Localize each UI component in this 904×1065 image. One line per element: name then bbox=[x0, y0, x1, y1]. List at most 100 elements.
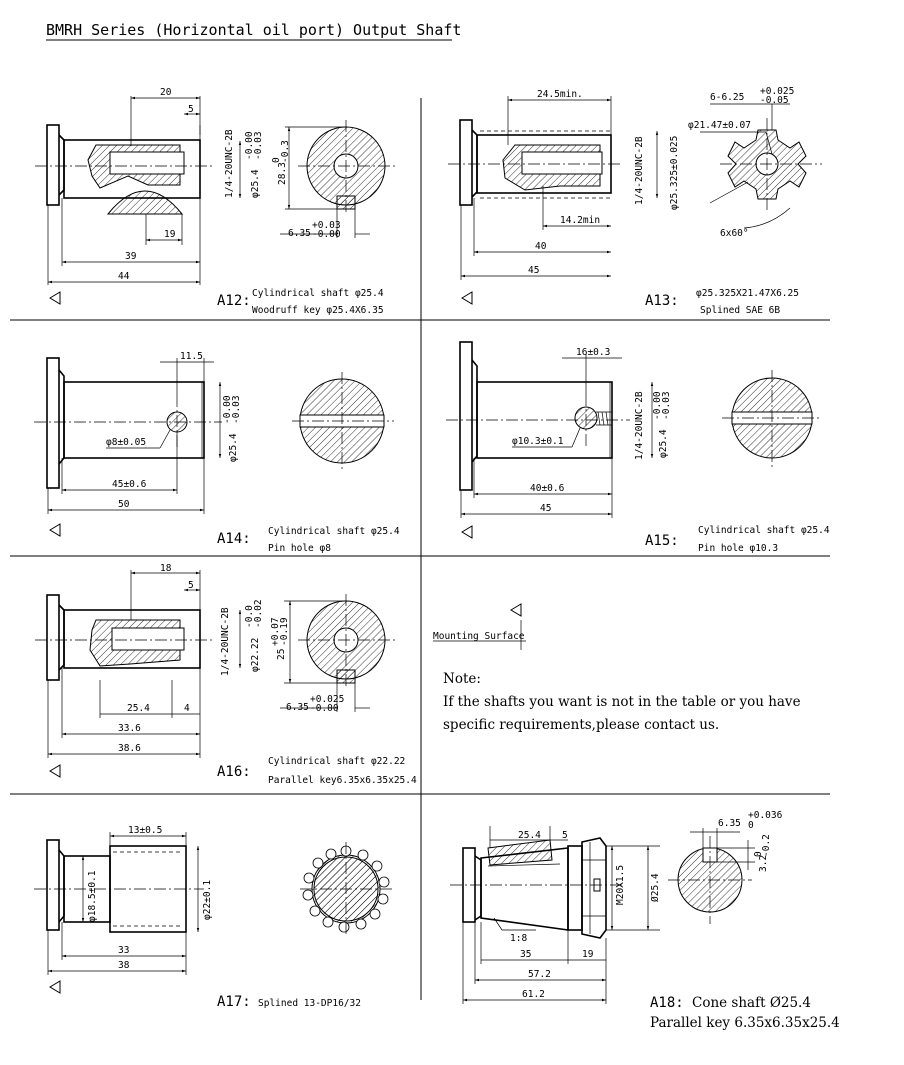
svg-text:50: 50 bbox=[118, 499, 130, 510]
svg-text:-0.05: -0.05 bbox=[760, 95, 789, 106]
panel-a18: 25.4 5 M20X1.5 Ø25.4 1:8 35 19 57.2 61.2 bbox=[450, 810, 840, 1031]
svg-text:Parallel key 6.35x6.35x25.4: Parallel key 6.35x6.35x25.4 bbox=[650, 1015, 840, 1031]
svg-text:-0.19: -0.19 bbox=[279, 617, 290, 646]
panel-a12: 20 5 1/4-20UNC-2B φ25.4 -0.00 -0.03 19 3… bbox=[35, 87, 396, 316]
caption-a12-line2: Woodruff key φ25.4X6.35 bbox=[252, 305, 384, 316]
svg-text:6.35: 6.35 bbox=[288, 228, 311, 239]
code-a18: A18: bbox=[650, 995, 684, 1011]
svg-text:0: 0 bbox=[753, 851, 764, 857]
svg-text:φ22.22: φ22.22 bbox=[250, 638, 261, 672]
shaft-section-view: 6.35 +0.036 0 3.2 0 -0.2 bbox=[668, 810, 783, 924]
svg-text:φ22±0.1: φ22±0.1 bbox=[202, 880, 213, 920]
svg-text:0: 0 bbox=[271, 157, 282, 163]
svg-text:6x60°: 6x60° bbox=[720, 228, 749, 239]
shaft-side-view bbox=[35, 124, 215, 215]
dim-39: 39 bbox=[125, 251, 137, 262]
svg-text:11.5: 11.5 bbox=[180, 351, 203, 362]
svg-text:Cylindrical shaft φ25.4: Cylindrical shaft φ25.4 bbox=[698, 525, 830, 536]
svg-text:24.5min.: 24.5min. bbox=[537, 89, 583, 100]
svg-text:+0.025: +0.025 bbox=[310, 694, 344, 705]
svg-text:-0.0: -0.0 bbox=[244, 605, 255, 628]
panel-a13: 24.5min. 1/4-20UNC-2B φ25.325±0.025 14.2… bbox=[448, 86, 822, 316]
caption-a12-line1: Cylindrical shaft φ25.4 bbox=[252, 288, 384, 299]
svg-text:+0.07: +0.07 bbox=[270, 617, 281, 646]
svg-text:+0.036: +0.036 bbox=[748, 810, 783, 821]
svg-text:φ25.4: φ25.4 bbox=[250, 169, 261, 198]
dim-20: 20 bbox=[160, 87, 172, 98]
dimensions: 13±0.5 φ18.5±0.1 φ22±0.1 33 38 bbox=[47, 825, 213, 994]
svg-text:φ25.4: φ25.4 bbox=[658, 429, 669, 458]
svg-text:28.3: 28.3 bbox=[277, 162, 288, 185]
svg-text:45: 45 bbox=[528, 265, 539, 276]
svg-text:M20X1.5: M20X1.5 bbox=[615, 865, 626, 905]
svg-text:Pin hole φ8: Pin hole φ8 bbox=[268, 543, 331, 554]
panel-grid bbox=[10, 98, 830, 1000]
svg-text:φ25.4: φ25.4 bbox=[228, 433, 239, 462]
svg-text:25.4: 25.4 bbox=[127, 703, 150, 714]
svg-text:13±0.5: 13±0.5 bbox=[128, 825, 162, 836]
svg-text:45±0.6: 45±0.6 bbox=[112, 479, 147, 490]
svg-text:Ø25.4: Ø25.4 bbox=[650, 873, 661, 902]
svg-text:Cylindrical shaft φ25.4: Cylindrical shaft φ25.4 bbox=[268, 526, 400, 537]
thread-label: 1/4-20UNC-2B bbox=[224, 129, 235, 198]
svg-text:33: 33 bbox=[118, 945, 129, 956]
spline-section-view: 6x60° 6-6.25 +0.025 -0.05 φ21.47±0.07 bbox=[688, 86, 822, 239]
svg-text:-0.03: -0.03 bbox=[231, 395, 242, 424]
mounting-surface-symbol: Mounting Surface bbox=[433, 603, 526, 650]
svg-text:φ10.3±0.1: φ10.3±0.1 bbox=[512, 436, 564, 447]
svg-text:18: 18 bbox=[160, 563, 172, 574]
cone-shaft-side-view bbox=[450, 837, 622, 939]
code-a15: A15: bbox=[645, 533, 679, 549]
mounting-surface-label: Mounting Surface bbox=[433, 631, 525, 642]
svg-text:φ21.47±0.07: φ21.47±0.07 bbox=[688, 120, 751, 131]
svg-text:+0.03: +0.03 bbox=[312, 220, 341, 231]
shaft-section-view bbox=[722, 370, 822, 468]
dimensions: 11.5 φ8±0.05 φ25.4 -0.00 -0.03 45±0.6 50 bbox=[47, 351, 242, 537]
dim-5: 5 bbox=[188, 104, 194, 115]
svg-text:35: 35 bbox=[520, 949, 531, 960]
datum-triangle bbox=[49, 291, 61, 305]
svg-text:4: 4 bbox=[184, 703, 190, 714]
svg-text:14.2min: 14.2min bbox=[560, 215, 600, 226]
svg-text:-0.00: -0.00 bbox=[222, 395, 233, 424]
shaft-side-view bbox=[34, 839, 204, 933]
code-a14: A14: bbox=[217, 531, 251, 547]
svg-text:Cylindrical shaft φ22.22: Cylindrical shaft φ22.22 bbox=[268, 756, 405, 767]
code-a16: A16: bbox=[217, 764, 251, 780]
shaft-section-view: 28.3 0 -0.3 6.35 +0.03 -0.00 bbox=[271, 120, 396, 240]
note-line-1: If the shafts you want is not in the tab… bbox=[443, 694, 801, 710]
svg-text:19: 19 bbox=[582, 949, 594, 960]
page-title: BMRH Series (Horizontal oil port) Output… bbox=[46, 21, 461, 39]
svg-text:40: 40 bbox=[535, 241, 547, 252]
shaft-section-view: 25 +0.07 -0.19 6.35 +0.025 -0.00 bbox=[270, 594, 396, 714]
dim-dia: φ25.4 -0.00 -0.03 bbox=[244, 131, 264, 198]
shaft-side-view bbox=[448, 119, 622, 206]
svg-text:25: 25 bbox=[276, 649, 287, 660]
panel-a16: 18 5 1/4-20UNC-2B φ22.22 -0.0 -0.02 25.4… bbox=[35, 563, 417, 786]
code-a13: A13: bbox=[645, 293, 679, 309]
svg-text:-0.03: -0.03 bbox=[661, 391, 672, 420]
svg-text:61.2: 61.2 bbox=[522, 989, 545, 1000]
dimensions: 16±0.3 φ10.3±0.1 1/4-20UNC-2B φ25.4 -0.0… bbox=[460, 347, 672, 539]
shaft-side-view bbox=[34, 357, 222, 489]
svg-text:16±0.3: 16±0.3 bbox=[576, 347, 610, 358]
svg-text:45: 45 bbox=[540, 503, 551, 514]
dimensions: 25.4 5 M20X1.5 Ø25.4 1:8 35 19 57.2 61.2 bbox=[462, 826, 661, 1004]
svg-text:1/4-20UNC-2B: 1/4-20UNC-2B bbox=[634, 391, 645, 460]
svg-text:φ25.325X21.47X6.25: φ25.325X21.47X6.25 bbox=[696, 288, 799, 299]
dim-44: 44 bbox=[118, 271, 130, 282]
svg-text:Splined SAE 6B: Splined SAE 6B bbox=[700, 305, 780, 316]
svg-text:1/4-20UNC-2B: 1/4-20UNC-2B bbox=[220, 607, 231, 676]
panel-a15: 16±0.3 φ10.3±0.1 1/4-20UNC-2B φ25.4 -0.0… bbox=[446, 341, 830, 554]
svg-text:-0.02: -0.02 bbox=[253, 599, 264, 628]
code-a17: A17: bbox=[217, 994, 251, 1010]
svg-text:6.35: 6.35 bbox=[718, 818, 741, 829]
svg-text:-0.00: -0.00 bbox=[310, 703, 339, 714]
code-a12: A12: bbox=[217, 293, 251, 309]
svg-text:-0.03: -0.03 bbox=[253, 131, 264, 160]
shaft-side-view bbox=[35, 594, 215, 681]
svg-text:1:8: 1:8 bbox=[510, 933, 527, 944]
svg-text:+0.025: +0.025 bbox=[760, 86, 794, 97]
svg-text:6.35: 6.35 bbox=[286, 702, 309, 713]
